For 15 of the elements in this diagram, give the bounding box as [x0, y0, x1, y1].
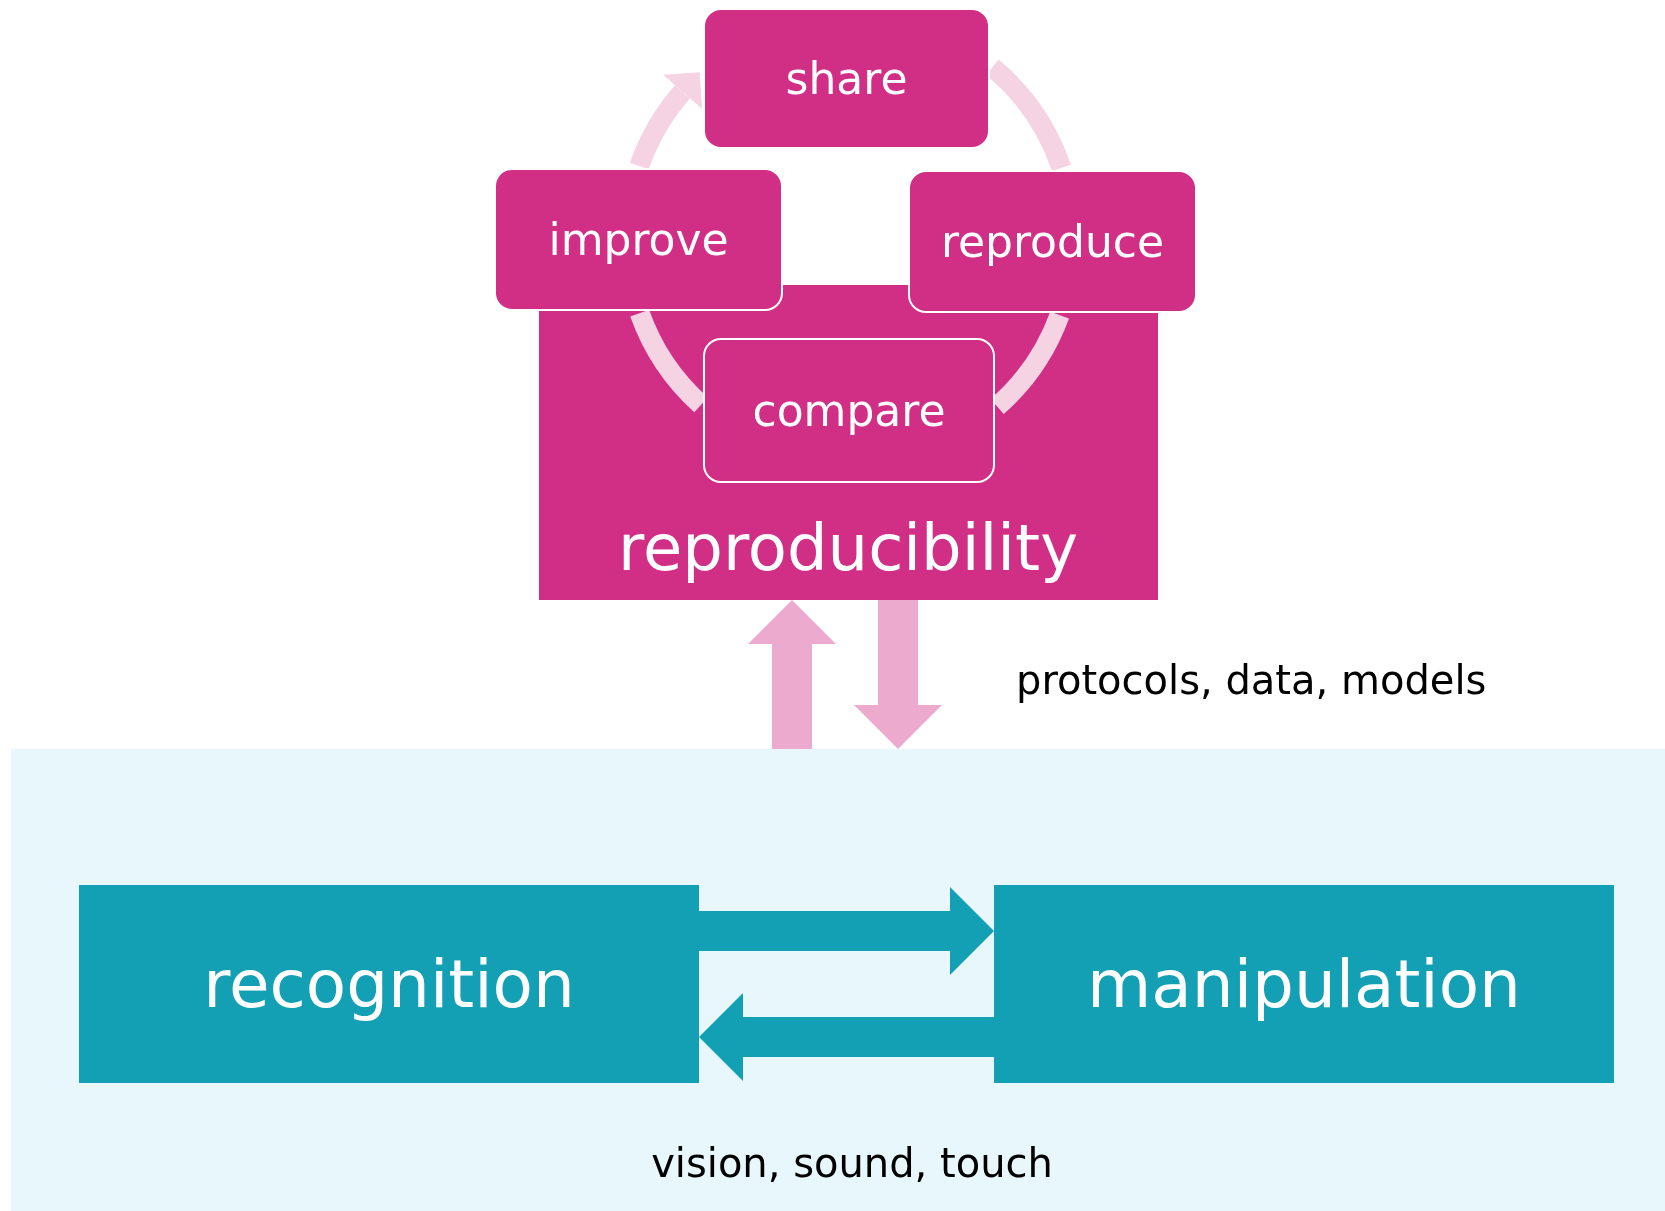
step-box: compare [703, 338, 995, 483]
block-arrow [699, 887, 994, 975]
band-panel [11, 749, 1665, 1211]
band-label: vision, sound, touch [651, 1140, 1053, 1186]
process-box: manipulation [994, 885, 1614, 1083]
block-arrow [699, 993, 994, 1081]
topic-box [539, 285, 1158, 600]
step-box: improve [494, 168, 783, 311]
block-arrow [854, 600, 942, 749]
step-box: share [703, 8, 990, 149]
step-box: reproduce [908, 170, 1197, 313]
block-arrow [748, 600, 836, 749]
process-box: recognition [79, 885, 699, 1083]
cycle-arrow [630, 71, 703, 170]
topic-label: reproducibility [617, 511, 1079, 585]
